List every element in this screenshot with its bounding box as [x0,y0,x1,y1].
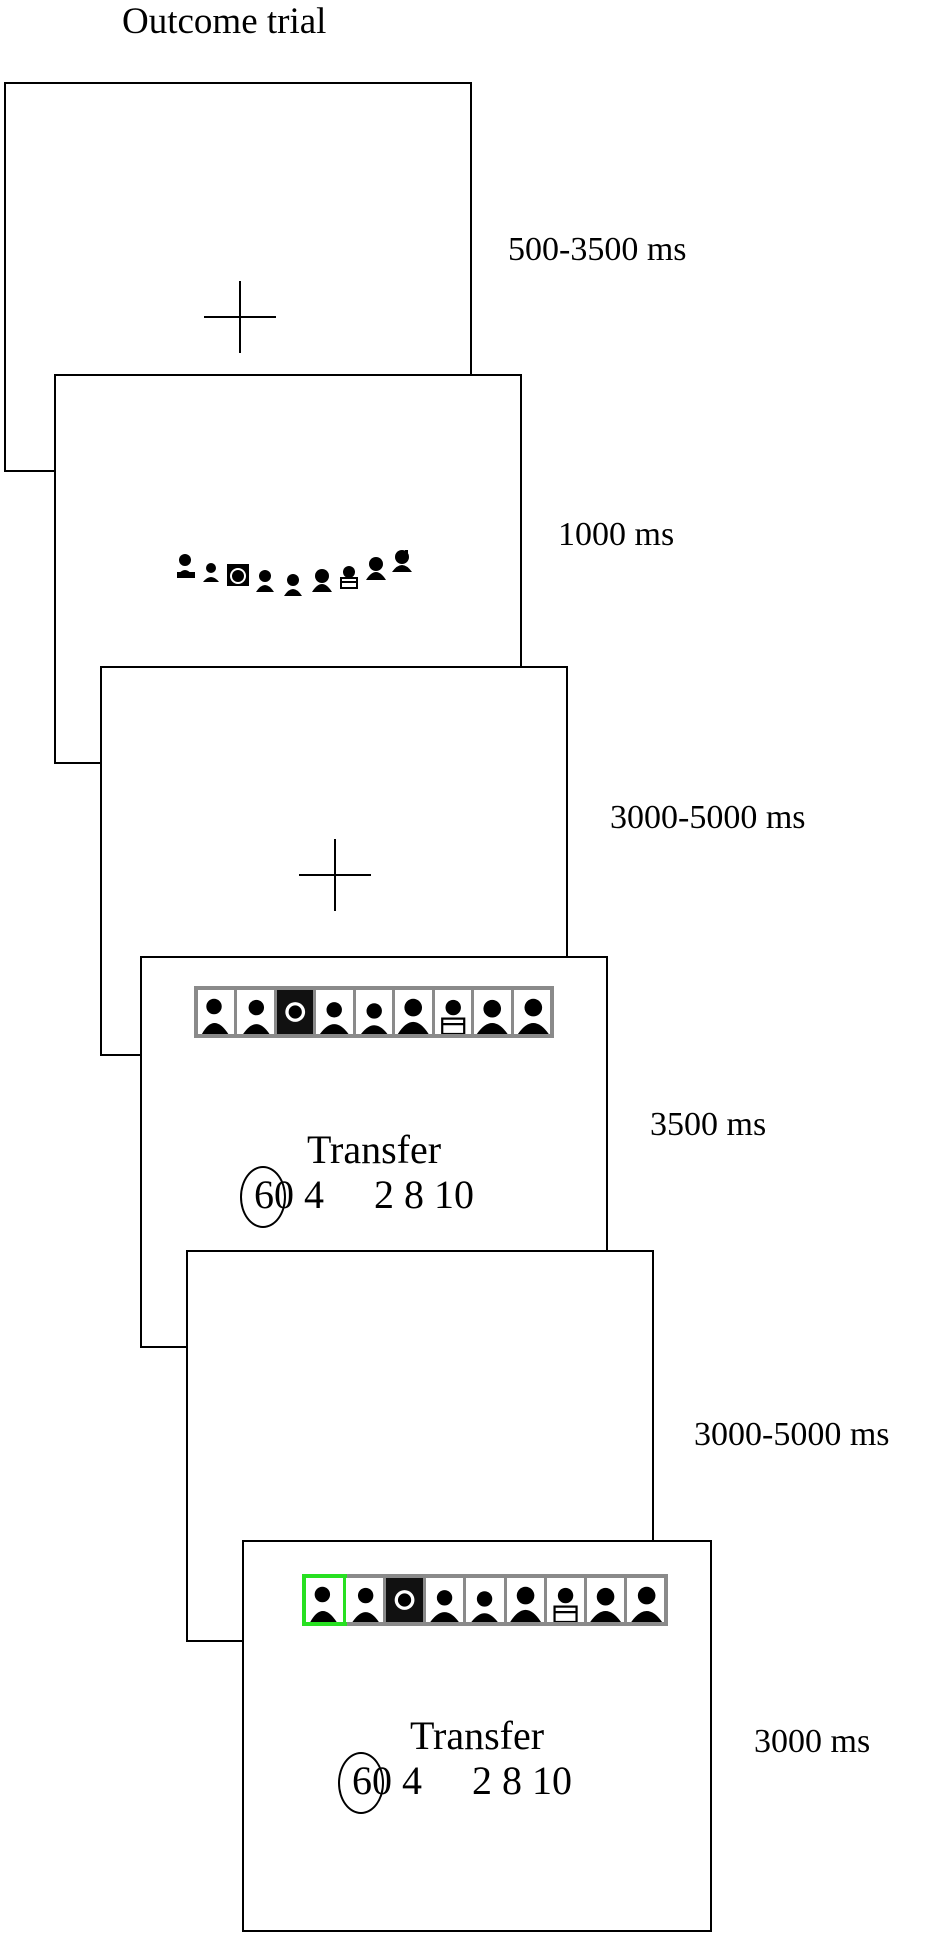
option-4[interactable]: 4 [402,1758,422,1803]
option-8[interactable]: 8 [502,1758,522,1803]
face-thumbnail [316,990,353,1034]
face-thumbnail [434,990,472,1034]
face-thumbnail [466,1578,504,1622]
option-8[interactable]: 8 [404,1172,424,1217]
timing-label-3: 3000-5000 ms [610,799,806,836]
option-10[interactable]: 10 [434,1172,474,1217]
fixation-cross [204,281,276,353]
face-thumbnail [506,1578,544,1622]
transfer-options: 60 4 2 8 10 [352,1758,572,1804]
option-6[interactable]: 6 [352,1758,372,1803]
timing-label-1: 500-3500 ms [508,231,687,268]
face-thumbnail [198,990,235,1034]
face-strip [301,1574,668,1626]
face-arc-images [177,550,412,596]
transfer-label: Transfer [409,1713,545,1758]
face-thumbnail [513,990,550,1034]
option-0[interactable]: 0 [372,1758,392,1803]
option-2[interactable]: 2 [374,1172,394,1217]
face-thumbnail-selected [301,1574,348,1626]
screen-outcome: Transfer 60 4 2 8 10 [242,1540,712,1932]
selected-option-circle [240,1166,286,1228]
face-thumbnail [346,1578,384,1622]
face-thumbnail [626,1578,664,1622]
option-10[interactable]: 10 [532,1758,572,1803]
timing-label-6: 3000 ms [754,1723,871,1760]
face-thumbnail [474,990,511,1034]
timing-label-2: 1000 ms [558,516,675,553]
selected-option-circle [338,1752,384,1814]
face-thumbnail [395,990,432,1034]
transfer-options: 60 4 2 8 10 [254,1172,474,1218]
fixation-cross [299,839,371,911]
timing-label-5: 3000-5000 ms [694,1416,890,1453]
option-2[interactable]: 2 [472,1758,492,1803]
face-strip [194,986,554,1038]
face-thumbnail [386,1578,424,1622]
figure-title: Outcome trial [122,1,327,42]
option-6[interactable]: 6 [254,1172,274,1217]
transfer-label: Transfer [306,1127,442,1172]
timing-label-4: 3500 ms [650,1106,767,1143]
face-thumbnail [237,990,274,1034]
face-thumbnail [586,1578,624,1622]
face-thumbnail [276,990,314,1034]
face-thumbnail [355,990,393,1034]
option-0[interactable]: 0 [274,1172,294,1217]
option-4[interactable]: 4 [304,1172,324,1217]
face-thumbnail [546,1578,584,1622]
face-thumbnail [426,1578,464,1622]
